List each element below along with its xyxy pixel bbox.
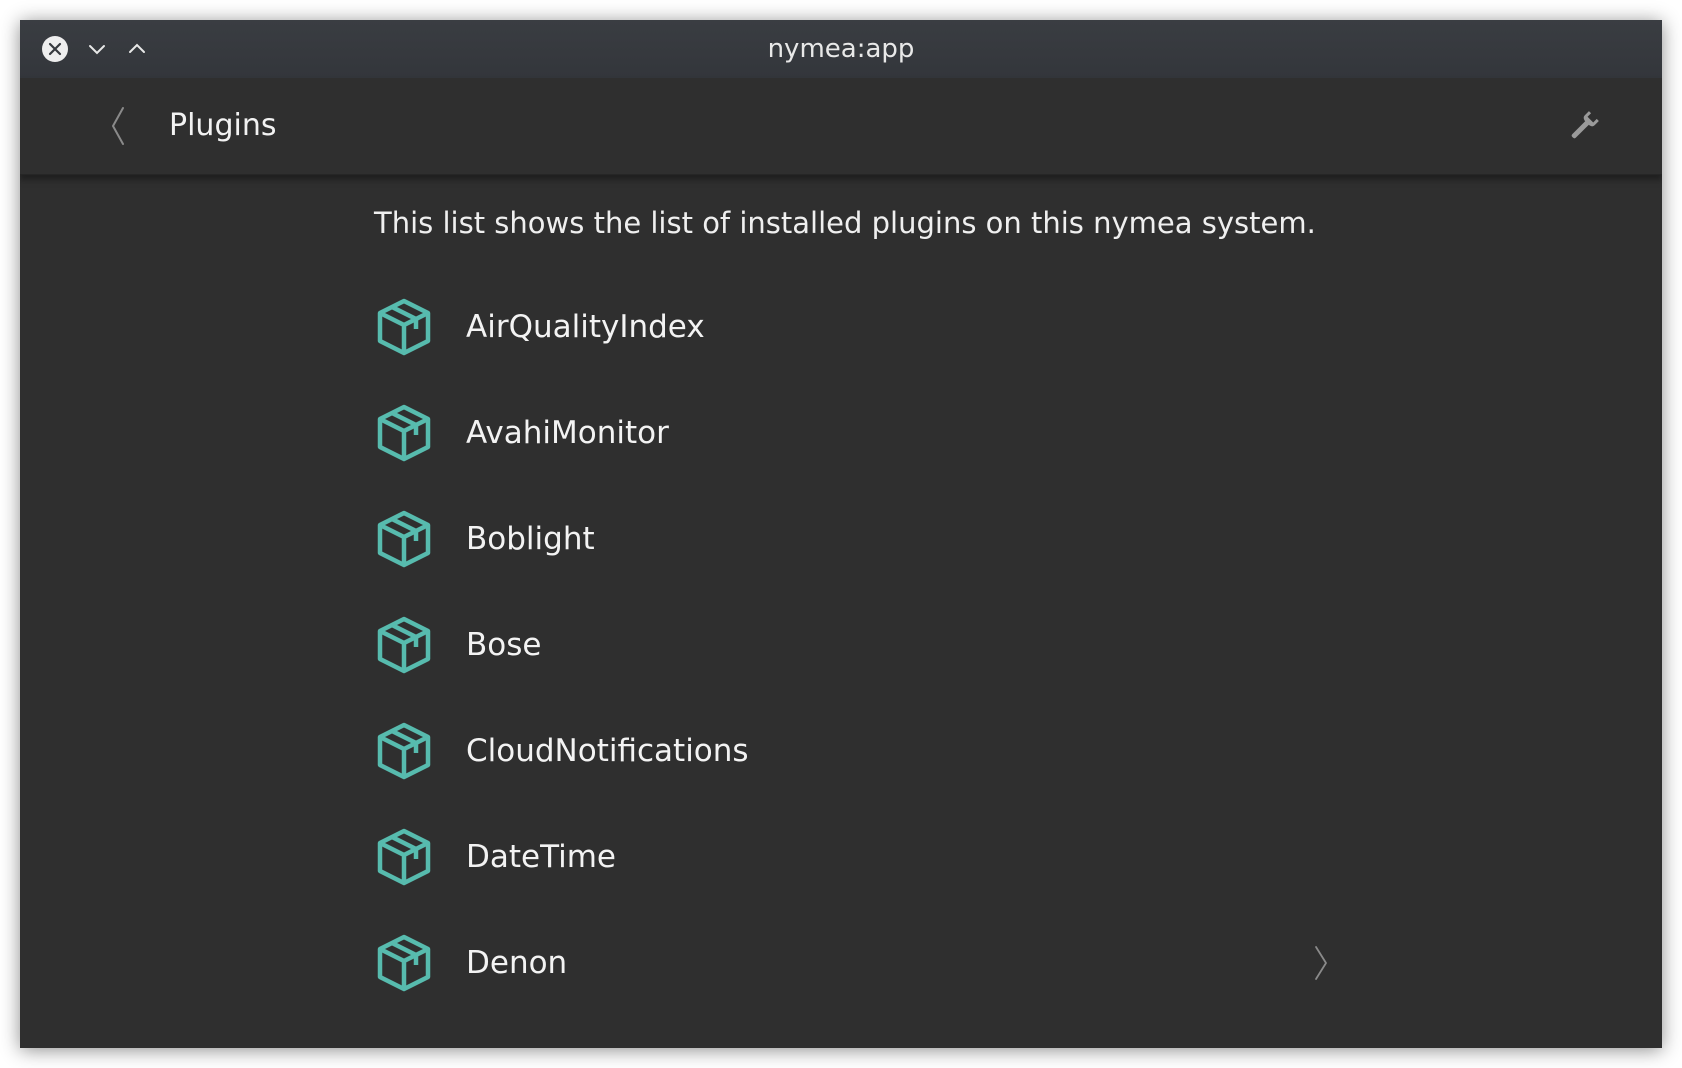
plugin-name: Bose xyxy=(466,627,542,663)
plugin-name: AirQualityIndex xyxy=(466,309,705,345)
page-content: This list shows the list of installed pl… xyxy=(20,174,1662,1048)
chevron-down-icon xyxy=(89,45,105,55)
wrench-icon xyxy=(1571,111,1599,139)
window-titlebar[interactable]: nymea:app xyxy=(20,20,1662,78)
package-box-icon xyxy=(374,615,434,675)
package-box-icon xyxy=(374,403,434,463)
plugin-name: Boblight xyxy=(466,521,595,557)
list-item-plugin[interactable]: Denon xyxy=(374,910,1334,1016)
plugin-name: CloudNotifications xyxy=(466,733,749,769)
app-window: nymea:app Plugins This list shows the li… xyxy=(20,20,1662,1048)
window-minimize-button[interactable] xyxy=(82,34,112,64)
back-button[interactable] xyxy=(98,100,138,152)
package-box-icon xyxy=(374,509,434,569)
window-close-button[interactable] xyxy=(40,34,70,64)
list-item-plugin[interactable]: AvahiMonitor xyxy=(374,380,1334,486)
chevron-right-icon xyxy=(1308,943,1334,983)
plugin-name: DateTime xyxy=(466,839,616,875)
page-title: Plugins xyxy=(169,108,277,143)
package-box-icon xyxy=(374,827,434,887)
chevron-left-icon xyxy=(112,107,124,145)
package-box-icon xyxy=(374,933,434,993)
package-box-icon xyxy=(374,297,434,357)
window-title: nymea:app xyxy=(767,34,915,64)
list-item-plugin[interactable]: DateTime xyxy=(374,804,1334,910)
list-item-plugin[interactable]: Bose xyxy=(374,592,1334,698)
package-box-icon xyxy=(374,721,434,781)
list-item-plugin[interactable]: Boblight xyxy=(374,486,1334,592)
close-icon xyxy=(42,36,68,62)
plugin-list: AirQualityIndex AvahiMonitor xyxy=(374,274,1334,1016)
window-maximize-button[interactable] xyxy=(122,34,152,64)
page-description: This list shows the list of installed pl… xyxy=(374,206,1316,240)
settings-button[interactable] xyxy=(1562,104,1606,148)
list-item-plugin[interactable]: CloudNotifications xyxy=(374,698,1334,804)
plugin-name: AvahiMonitor xyxy=(466,415,669,451)
list-item-plugin[interactable]: AirQualityIndex xyxy=(374,274,1334,380)
page-header: Plugins xyxy=(20,78,1662,175)
chevron-up-icon xyxy=(129,43,145,53)
plugin-name: Denon xyxy=(466,945,568,981)
